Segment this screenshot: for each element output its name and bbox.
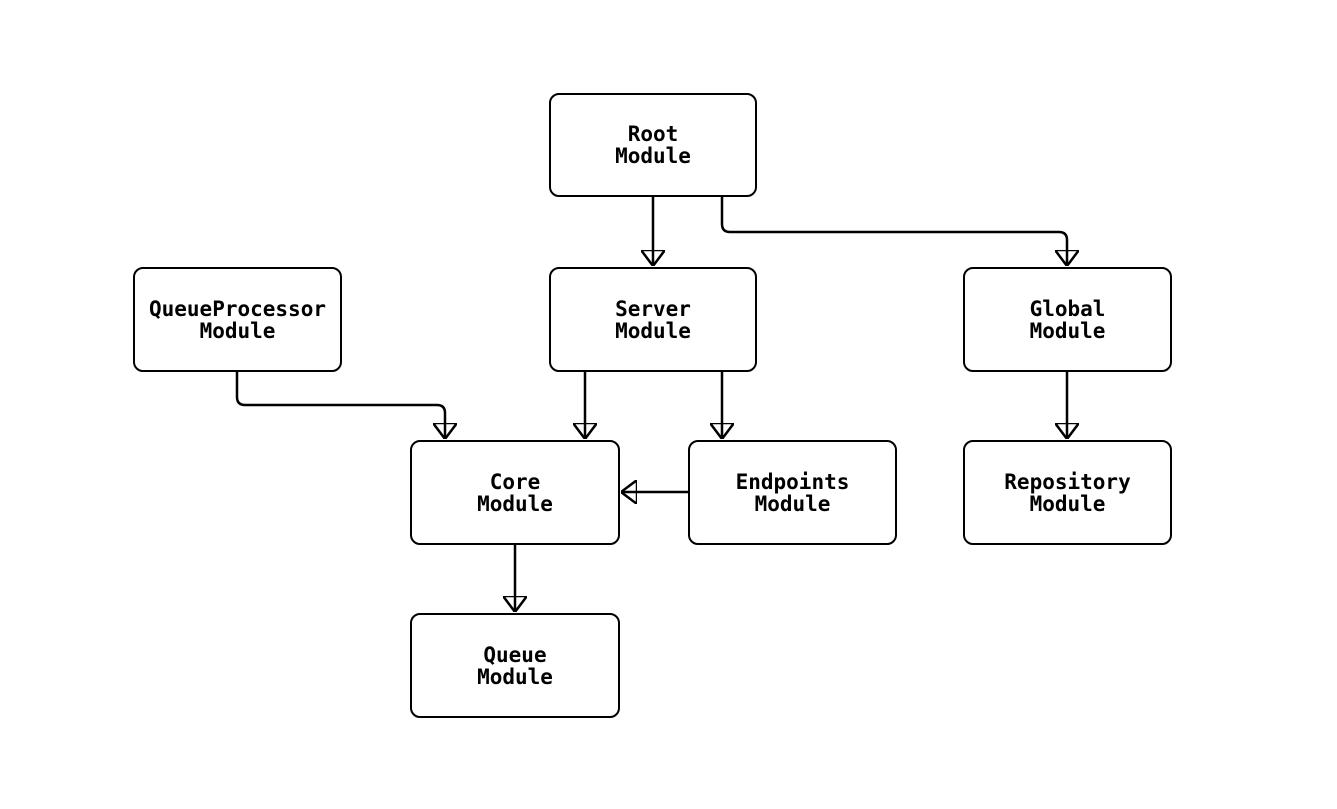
node-queueprocessor-module-label: QueueProcessor Module xyxy=(148,296,326,343)
node-endpoints-module-label: Endpoints Module xyxy=(735,469,850,516)
node-global-module: Global Module xyxy=(963,267,1172,372)
edge-queueprocessor-to-core xyxy=(235,372,445,438)
node-repository-module: Repository Module xyxy=(963,440,1172,545)
node-global-module-label: Global Module xyxy=(1029,296,1106,343)
node-queueprocessor-module: QueueProcessor Module xyxy=(133,267,342,372)
edge-root-to-global xyxy=(720,197,1067,265)
node-core-module: Core Module xyxy=(410,440,620,545)
node-endpoints-module: Endpoints Module xyxy=(688,440,897,545)
node-queue-module: Queue Module xyxy=(410,613,620,718)
node-root-module-label: Root Module xyxy=(615,122,691,168)
node-repository-module-label: Repository Module xyxy=(1004,469,1131,516)
node-server-module: Server Module xyxy=(549,267,757,372)
node-root-module: Root Module xyxy=(549,93,757,197)
node-core-module-label: Core Module xyxy=(477,469,553,516)
node-server-module-label: Server Module xyxy=(615,296,691,343)
node-queue-module-label: Queue Module xyxy=(477,642,553,689)
